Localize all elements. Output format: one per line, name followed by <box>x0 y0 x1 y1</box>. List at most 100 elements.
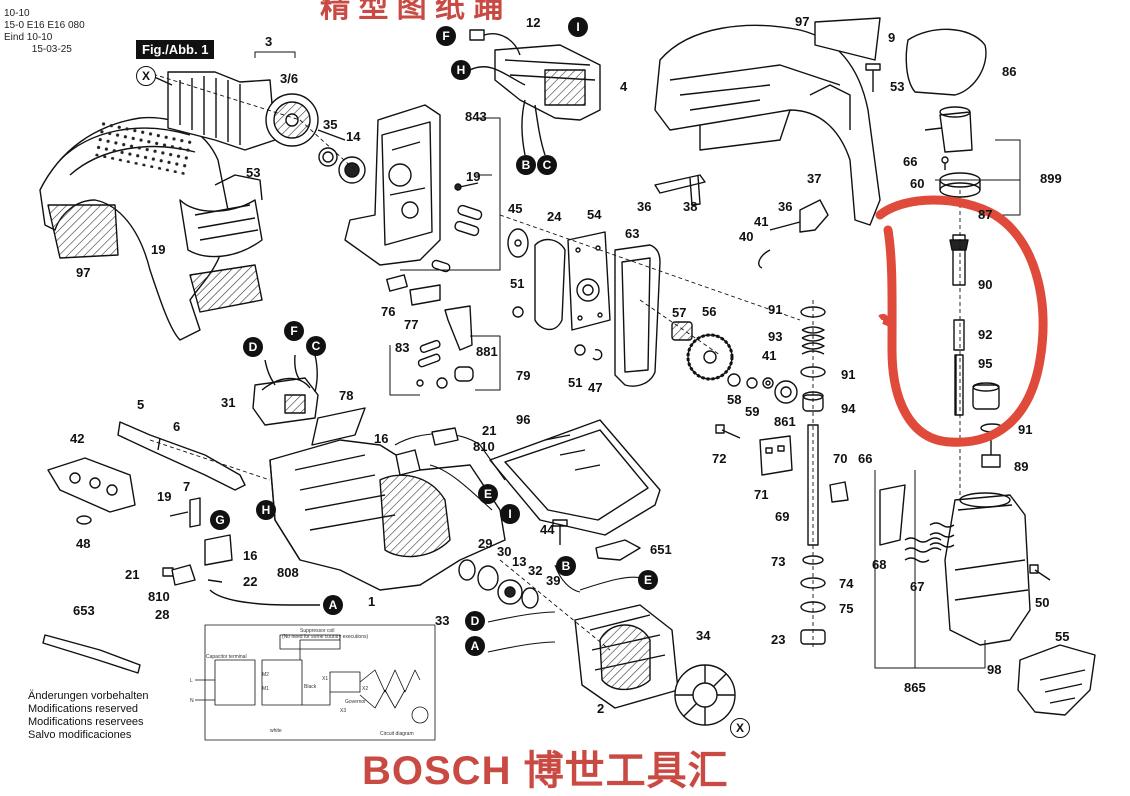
cd-l: L <box>190 678 193 684</box>
part-label: 808 <box>277 565 299 580</box>
part-651 <box>552 519 641 561</box>
part-label: 50 <box>1035 595 1050 610</box>
part-label: 53 <box>890 79 905 94</box>
part-label: 63 <box>625 226 640 241</box>
part-label: 899 <box>1040 171 1062 186</box>
screw-50 <box>1029 564 1051 581</box>
part-label: 98 <box>987 662 1002 677</box>
switch-assembly <box>469 29 601 156</box>
part-label: 19 <box>466 169 481 184</box>
figure-tag: Fig./Abb. 1 <box>136 40 215 59</box>
part-label: 13 <box>512 554 527 569</box>
part-label: 12 <box>526 15 541 30</box>
modification-notes: Änderungen vorbehalten Modifications res… <box>28 690 148 742</box>
part-label: 38 <box>683 199 698 214</box>
brush-holder <box>395 427 459 476</box>
part-label: 60 <box>910 176 925 191</box>
top-red-text: 精 型 图 纸 踊 <box>320 0 504 24</box>
part-label: 47 <box>588 380 603 395</box>
part-label: 21 <box>125 567 140 582</box>
part-label: 66 <box>858 451 873 466</box>
part-label: 16 <box>243 548 258 563</box>
connector-marker: C <box>306 336 326 356</box>
circuit-diagram <box>195 624 436 741</box>
part-label: 78 <box>339 388 354 403</box>
cd-m1: M1 <box>262 686 269 692</box>
hex-key <box>42 634 141 674</box>
stamp-line: 15-0 <box>4 20 25 31</box>
gear-housing <box>344 104 441 266</box>
connector-marker: G <box>210 510 230 530</box>
cd-n: N <box>190 698 194 704</box>
note-line: Modifications reserved <box>28 703 139 715</box>
part-label: 91 <box>1018 422 1033 437</box>
connector-marker: F <box>436 26 456 46</box>
connector-marker: B <box>556 556 576 576</box>
cd-governor: Governor <box>345 699 366 705</box>
part-label: 75 <box>839 601 854 616</box>
stamp-line: 10-10 <box>26 32 53 43</box>
part-label: 22 <box>243 574 258 589</box>
connector-marker: X <box>730 718 750 738</box>
handle-housing-left <box>39 116 263 341</box>
cd-suppressor: Suppressor coil <box>300 628 334 634</box>
part-label: 810 <box>148 589 170 604</box>
part-label: 31 <box>221 395 236 410</box>
part-label: 2 <box>597 701 605 716</box>
clip-68 <box>879 484 906 546</box>
part-89 <box>981 440 1001 468</box>
part-label: 53 <box>246 165 261 180</box>
part-label: 6 <box>173 419 181 434</box>
screw-53 <box>865 63 881 92</box>
connector-marker: A <box>323 595 343 615</box>
cd-white: white <box>270 728 282 734</box>
part-label: 30 <box>497 544 512 559</box>
part-label: 36 <box>637 199 652 214</box>
part-label: 3/6 <box>280 71 299 86</box>
spring-67 <box>904 537 942 563</box>
part-label: 34 <box>696 628 711 643</box>
parts-70-71-72 <box>715 424 849 503</box>
red-annotation-loop <box>875 195 1048 447</box>
part-label: 68 <box>872 557 887 572</box>
connector-marker: I <box>568 17 588 37</box>
part-label: 29 <box>478 536 493 551</box>
lever-38 <box>654 174 706 206</box>
cd-black: Black <box>304 684 317 690</box>
part-label: 87 <box>978 207 993 222</box>
stamp-line: E16 <box>26 20 45 31</box>
part-label: 865 <box>904 680 926 695</box>
part-label: 24 <box>547 209 562 224</box>
part-label: 16 <box>374 431 389 446</box>
part-label: 56 <box>702 304 717 319</box>
cd-title: Circuit diagram <box>380 731 414 737</box>
part-label: 76 <box>381 304 396 319</box>
part-label: 32 <box>528 563 543 578</box>
part-label: 94 <box>841 401 856 416</box>
stator <box>574 604 679 709</box>
plate-24 <box>534 238 566 331</box>
cover-78 <box>311 407 366 446</box>
part-label: 3 <box>265 34 273 49</box>
part-label: 653 <box>73 603 95 618</box>
bushing-95 <box>972 382 1000 410</box>
part-label: 5 <box>137 397 145 412</box>
revision-stamp: 10-10 15-0 E16 E16 080 Eind 10-10 15-03-… <box>4 8 85 56</box>
circuit-labels: Suppressor coil (No need for some countr… <box>190 628 414 737</box>
part-label: 66 <box>903 154 918 169</box>
connector-marker: C <box>537 155 557 175</box>
cd-suppressor-note: (No need for some country executions) <box>282 634 368 640</box>
switch-31 <box>252 354 319 426</box>
part-label: 28 <box>155 607 170 622</box>
assembly-lines <box>139 69 961 651</box>
connector-marker: E <box>478 484 498 504</box>
part-label: 58 <box>727 392 742 407</box>
part-label: 35 <box>323 117 338 132</box>
connector-marker: H <box>451 60 471 80</box>
brand-watermark: BOSCH 博世工具汇 <box>362 749 729 793</box>
part-label: 881 <box>476 344 498 359</box>
part-label: 42 <box>70 431 85 446</box>
fan-34 <box>674 664 736 726</box>
lever-37 <box>799 199 829 233</box>
